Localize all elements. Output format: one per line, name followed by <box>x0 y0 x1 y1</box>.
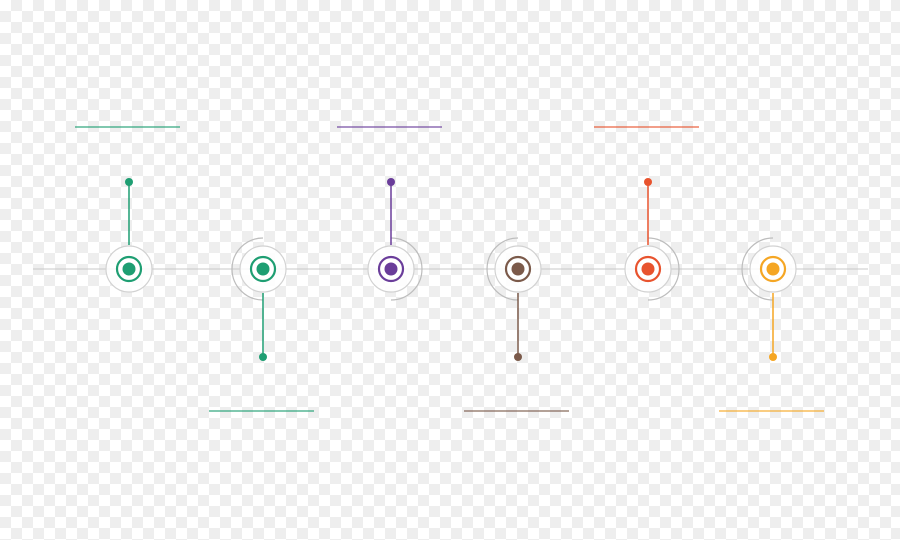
milestone[interactable] <box>719 237 824 412</box>
milestone-center-dot <box>122 262 136 276</box>
milestone[interactable] <box>209 237 314 412</box>
milestone[interactable] <box>464 237 569 412</box>
milestone[interactable] <box>337 126 442 301</box>
milestone-connector-dot <box>259 353 267 361</box>
milestone-arc <box>390 237 423 301</box>
milestone-connector-dot <box>125 178 133 186</box>
milestone-arc <box>647 237 680 301</box>
milestone-connector-dot <box>644 178 652 186</box>
milestone[interactable] <box>594 126 699 301</box>
milestone-center-dot <box>256 262 270 276</box>
milestone[interactable] <box>75 126 180 293</box>
milestone-center-dot <box>766 262 780 276</box>
milestone-connector-dot <box>387 178 395 186</box>
milestone-center-dot <box>384 262 398 276</box>
milestone-connector-dot <box>769 353 777 361</box>
milestones-group <box>75 126 824 412</box>
milestone-center-dot <box>511 262 525 276</box>
milestone-connector-dot <box>514 353 522 361</box>
milestone-arc <box>231 237 264 301</box>
milestone-center-dot <box>641 262 655 276</box>
milestone-arc <box>486 237 519 301</box>
milestone-arc <box>741 237 774 301</box>
